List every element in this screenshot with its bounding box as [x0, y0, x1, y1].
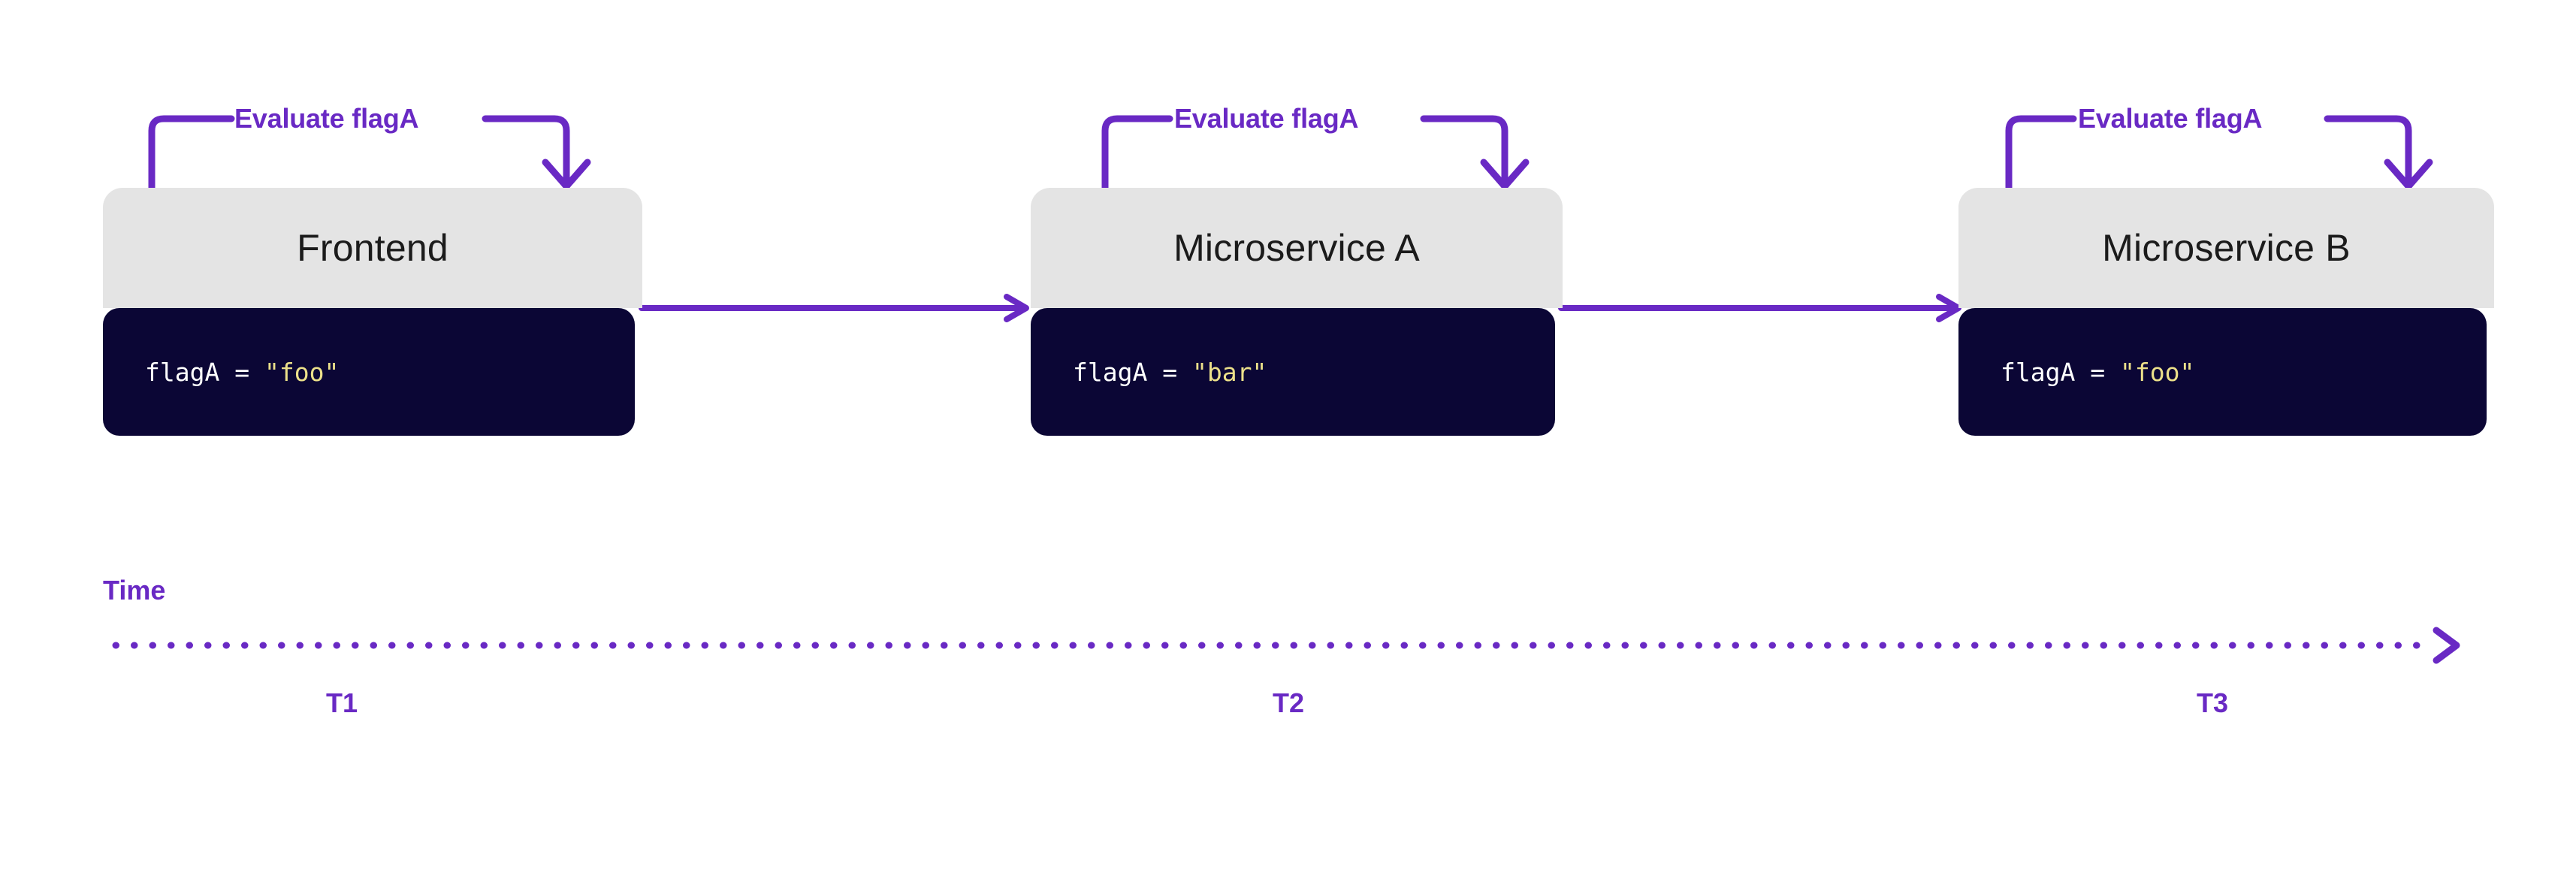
loop-arrow-microservice-b: Evaluate flagA: [2004, 105, 2440, 194]
loop-arrow-label: Evaluate flagA: [2078, 103, 2263, 134]
service-code-text: flagA = "foo": [2001, 360, 2194, 385]
loop-arrow-label: Evaluate flagA: [234, 103, 419, 134]
code-variable: flagA: [2001, 357, 2076, 387]
code-value: "foo": [264, 357, 340, 387]
service-card-title: Microservice A: [1173, 227, 1420, 269]
timeline-title: Time: [103, 575, 166, 606]
loop-arrow-label: Evaluate flagA: [1174, 103, 1359, 134]
code-variable: flagA: [1073, 357, 1148, 387]
timeline-tick-t1: T1: [325, 687, 358, 718]
service-code-block: flagA = "bar": [1031, 308, 1555, 436]
loop-arrow-microservice-a: Evaluate flagA: [1101, 105, 1536, 194]
code-variable: flagA: [145, 357, 220, 387]
service-code-block: flagA = "foo": [103, 308, 635, 436]
service-card-header: Microservice B: [1958, 188, 2494, 308]
service-card-header: Frontend: [103, 188, 642, 308]
connector-frontend-to-microservice-a: [639, 294, 1032, 322]
service-code-text: flagA = "foo": [145, 360, 339, 385]
service-card-microservice-a[interactable]: Microservice A flagA = "bar": [1031, 188, 1563, 436]
timeline-tick-t3: T3: [2196, 687, 2229, 718]
code-operator: =: [2090, 357, 2106, 387]
code-operator: =: [1162, 357, 1178, 387]
timeline-axis: [112, 627, 2475, 664]
service-card-frontend[interactable]: Frontend flagA = "foo": [103, 188, 642, 436]
code-value: "bar": [1191, 357, 1267, 387]
code-value: "foo": [2119, 357, 2195, 387]
service-card-title: Microservice B: [2102, 227, 2351, 269]
code-operator: =: [234, 357, 250, 387]
service-card-header: Microservice A: [1031, 188, 1563, 308]
connector-microservice-a-to-microservice-b: [1558, 294, 1967, 322]
timeline-tick-t2: T2: [1272, 687, 1305, 718]
service-card-title: Frontend: [297, 227, 448, 269]
service-code-text: flagA = "bar": [1073, 360, 1267, 385]
service-card-microservice-b[interactable]: Microservice B flagA = "foo": [1958, 188, 2494, 436]
loop-arrow-frontend: Evaluate flagA: [147, 105, 591, 194]
service-code-block: flagA = "foo": [1958, 308, 2487, 436]
